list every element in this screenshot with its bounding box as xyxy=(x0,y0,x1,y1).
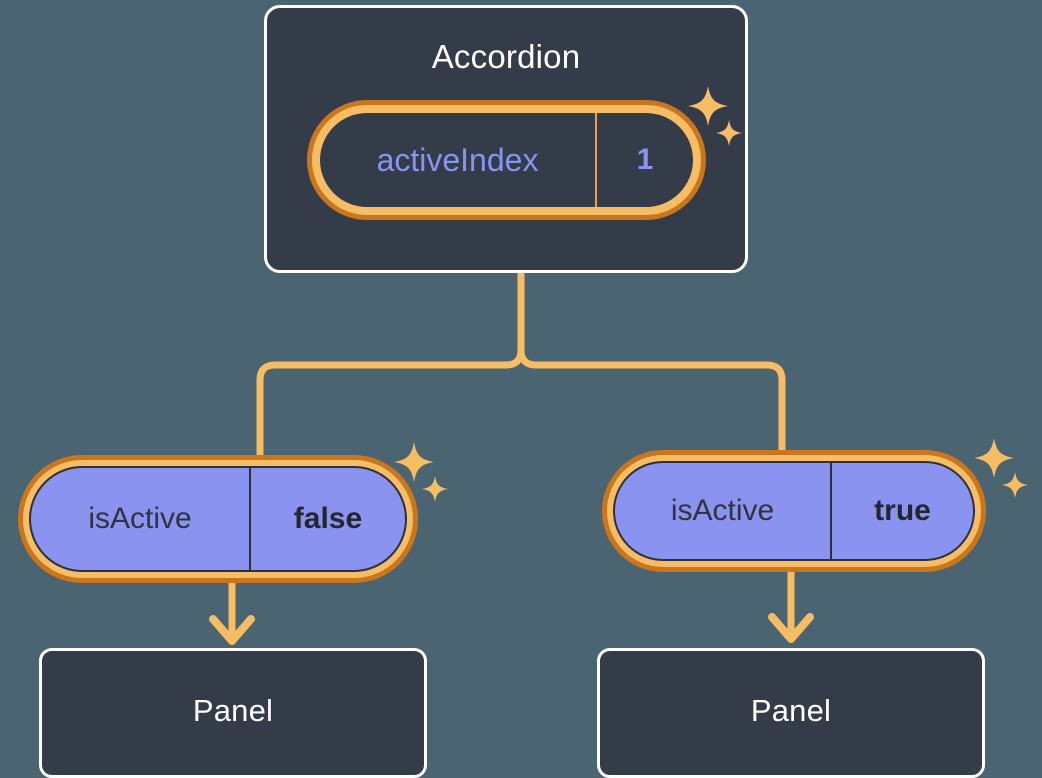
state-pill-ring: isActive true xyxy=(607,455,981,567)
component-title-accordion: Accordion xyxy=(431,38,581,75)
sparkle-small-icon xyxy=(1002,472,1028,498)
state-value-is-active-right: true xyxy=(830,463,973,559)
state-pill-body: isActive false xyxy=(29,466,407,572)
state-pill-is-active-false[interactable]: isActive false xyxy=(18,455,418,583)
arrow-down-right-head xyxy=(768,613,814,643)
state-pill-is-active-true[interactable]: isActive true xyxy=(602,450,986,572)
component-box-panel-left[interactable]: Panel xyxy=(39,648,427,778)
component-box-panel-right[interactable]: Panel xyxy=(597,648,985,778)
state-pill-ring: isActive false xyxy=(23,460,413,578)
state-key-is-active-left: isActive xyxy=(88,502,192,535)
sparkle-large-icon xyxy=(974,438,1014,478)
connector-tree-path-left xyxy=(256,346,525,459)
state-pill-body: activeIndex 1 xyxy=(318,111,695,209)
state-key-active-index: activeIndex xyxy=(376,141,539,178)
sparkle-small-icon xyxy=(422,476,448,502)
state-value-is-active-left: false xyxy=(249,468,405,570)
component-title-panel-right: Panel xyxy=(750,693,832,728)
state-key-is-active-right: isActive xyxy=(670,494,775,527)
state-pill-body: isActive true xyxy=(613,461,975,561)
state-pill-ring: activeIndex 1 xyxy=(312,105,701,215)
state-value-active-index: 1 xyxy=(595,113,693,207)
arrow-down-left-head xyxy=(209,615,255,645)
state-pill-active-index[interactable]: activeIndex 1 xyxy=(307,100,706,220)
component-title-panel-left: Panel xyxy=(192,693,274,728)
connector-tree-path xyxy=(517,269,786,454)
